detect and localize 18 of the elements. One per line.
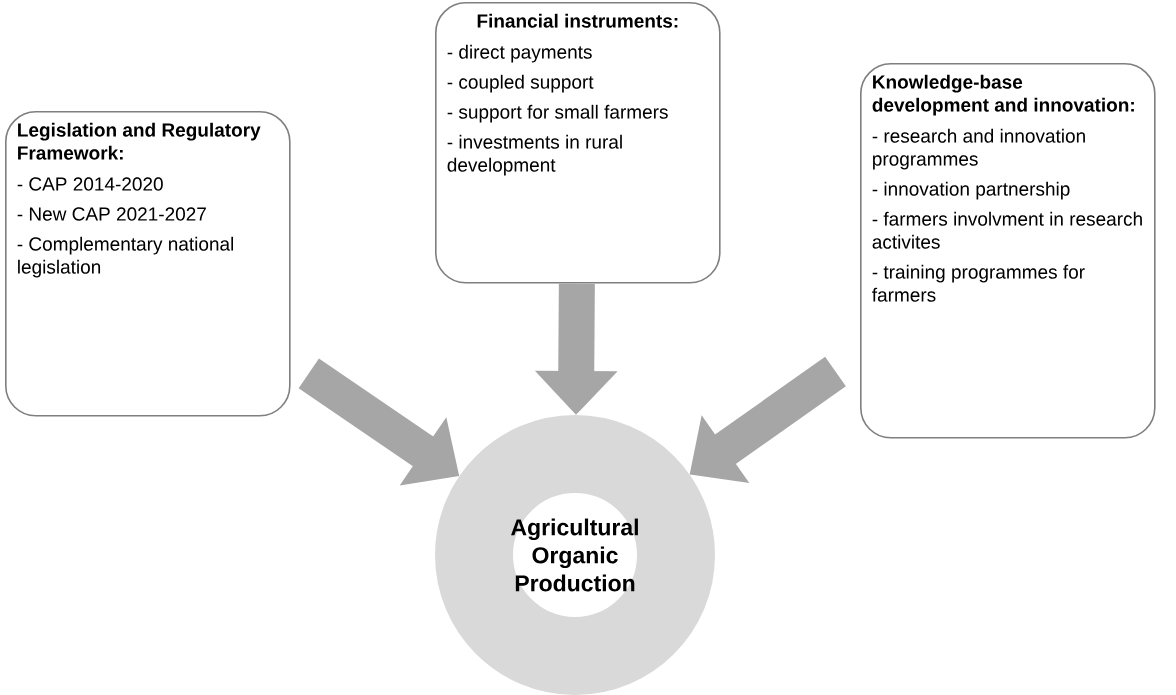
list-item: - training programmes for farmers bbox=[872, 264, 1085, 302]
info-box bbox=[435, 2, 721, 284]
ring: Agricultural Organic Production bbox=[435, 415, 715, 695]
list-item: - investments in rural development bbox=[447, 134, 622, 176]
list-item: - CAP 2014-2020 bbox=[17, 177, 163, 191]
box-heading: Legislation and Regulatory Framework: bbox=[18, 122, 261, 160]
box-heading: Financial instruments: bbox=[477, 13, 678, 28]
list-item: - research and innovation programmes bbox=[872, 128, 1085, 170]
info-box bbox=[860, 63, 1156, 439]
box-heading: Knowledge-base development and innovation: bbox=[872, 74, 1134, 116]
list-item: - New CAP 2021-2027 bbox=[17, 207, 206, 221]
list-item: - farmers involvment in research activites bbox=[872, 211, 1142, 249]
list-item: - Complementary national legislation bbox=[17, 236, 234, 278]
list-item: - coupled support bbox=[447, 74, 594, 93]
info-box bbox=[5, 111, 291, 417]
list-item: - direct payments bbox=[447, 44, 592, 63]
list-item: - innovation partnership bbox=[872, 181, 1070, 200]
list-item: - support for small farmers bbox=[447, 104, 668, 123]
